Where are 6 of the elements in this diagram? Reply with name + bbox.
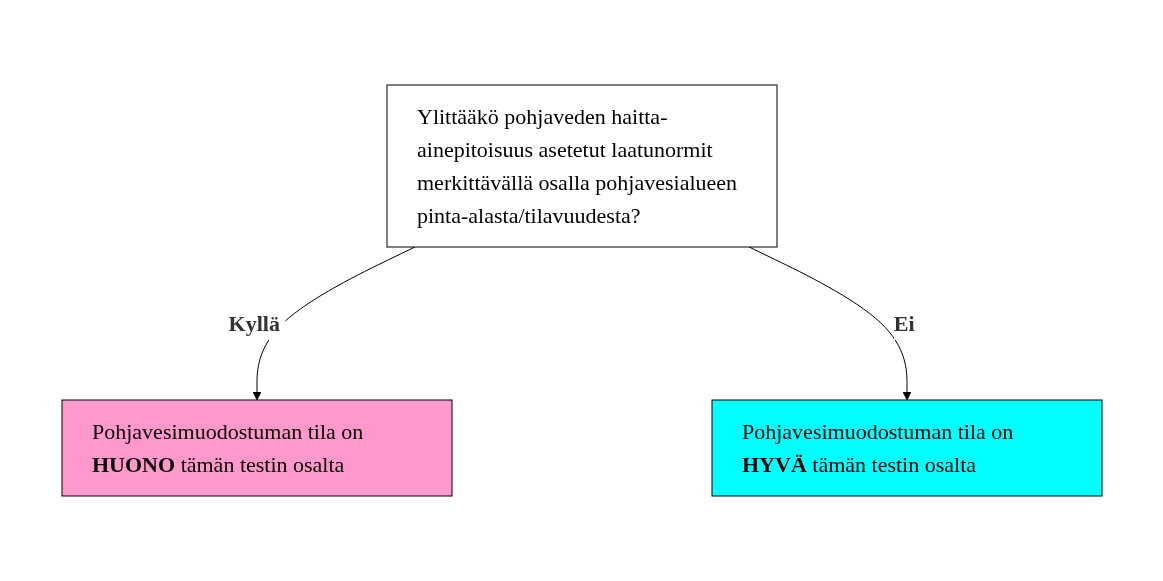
edge-label: Kyllä (228, 311, 280, 336)
arrow (252, 246, 415, 401)
node-box: Ylittääkö pohjaveden haitta-ainepitoisuus asetetut laatunormit merkittävällä osalla pohjavesialueen pinta-alasta/tilavuudesta? (386, 84, 777, 248)
edge-label: Ei (893, 311, 915, 336)
node-box: Pohjavesimuodostuman tila on HUONO tämän testin osalta (61, 399, 452, 497)
node-box: Pohjavesimuodostuman tila on HYVÄ tämän testin osalta (711, 399, 1102, 497)
